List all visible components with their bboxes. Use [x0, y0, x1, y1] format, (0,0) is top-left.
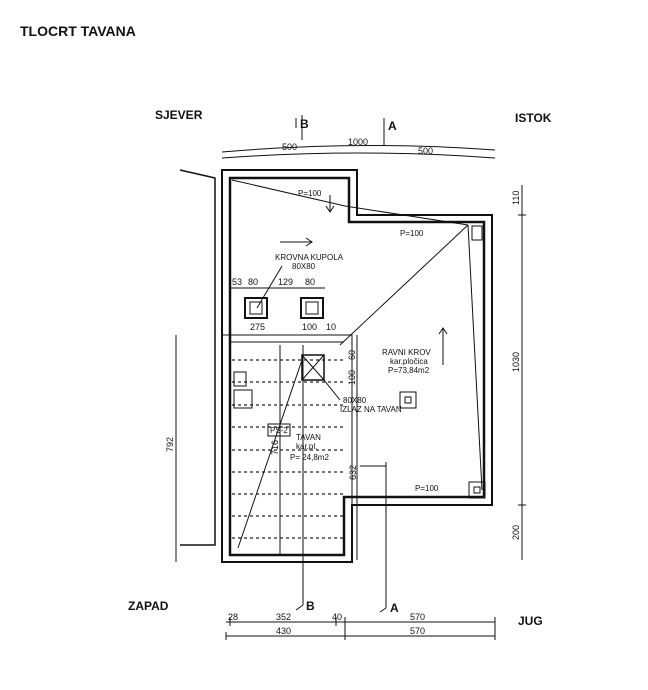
svg-text:129: 129 — [278, 277, 293, 287]
attic-label: PS-2 TAVAN kar.pl. P= 24,8m2 — [267, 423, 329, 462]
svg-text:A: A — [390, 601, 399, 615]
slope-label-3: P=100 — [415, 484, 439, 493]
slope-arrow-right-icon — [280, 237, 313, 247]
svg-text:100: 100 — [302, 322, 317, 332]
plan-title: TLOCRT TAVANA — [20, 23, 136, 39]
svg-text:P= 24,8m2: P= 24,8m2 — [290, 453, 329, 462]
svg-text:570: 570 — [410, 612, 425, 622]
label-south: JUG — [518, 614, 543, 628]
svg-text:PS-2: PS-2 — [270, 426, 288, 435]
svg-text:IZLAZ NA TAVAN: IZLAZ NA TAVAN — [340, 405, 402, 414]
svg-text:632: 632 — [348, 465, 358, 480]
slope-arrow-down-icon — [325, 195, 335, 213]
svg-text:P=73,84m2: P=73,84m2 — [388, 366, 430, 375]
svg-text:1000: 1000 — [348, 137, 368, 147]
svg-text:80X80: 80X80 — [343, 396, 367, 405]
label-north: SJEVER — [155, 108, 203, 122]
bottom-dimensions: 28 352 40 570 430 570 — [225, 612, 496, 640]
flat-roof-label: RAVNI KROV kar.pločica P=73,84m2 — [382, 348, 431, 375]
svg-text:792: 792 — [165, 437, 175, 452]
svg-text:500: 500 — [418, 146, 433, 156]
svg-text:B: B — [306, 599, 315, 613]
svg-text:716: 716 — [270, 440, 280, 455]
right-dimensions: 110 1030 200 — [511, 185, 526, 560]
attic-exit-hatch: 80X80 IZLAZ NA TAVAN — [301, 354, 402, 414]
slope-label-2: P=100 — [400, 229, 424, 238]
roof-drain-icon — [399, 225, 486, 499]
svg-text:100: 100 — [347, 370, 357, 385]
svg-text:kar.pl.: kar.pl. — [296, 442, 317, 451]
svg-text:80X80: 80X80 — [292, 262, 316, 271]
chimney — [233, 371, 253, 409]
svg-text:500: 500 — [282, 142, 297, 152]
svg-text:40: 40 — [332, 612, 342, 622]
svg-text:200: 200 — [511, 525, 521, 540]
svg-text:60: 60 — [347, 350, 357, 360]
svg-text:TAVAN: TAVAN — [296, 433, 321, 442]
svg-text:570: 570 — [410, 626, 425, 636]
label-east: ISTOK — [515, 111, 552, 125]
svg-text:1030: 1030 — [511, 352, 521, 372]
svg-text:80: 80 — [305, 277, 315, 287]
top-dimensions: 500 1000 500 — [221, 137, 496, 159]
svg-text:430: 430 — [276, 626, 291, 636]
left-dimension: 792 — [165, 169, 216, 562]
svg-text:352: 352 — [276, 612, 291, 622]
svg-text:KROVNA KUPOLA: KROVNA KUPOLA — [275, 253, 344, 262]
section-line-a: A A — [360, 118, 399, 615]
svg-text:kar.pločica: kar.pločica — [390, 357, 428, 366]
slope-arrow-up-icon — [438, 327, 448, 365]
svg-text:RAVNI KROV: RAVNI KROV — [382, 348, 431, 357]
svg-text:A: A — [388, 119, 397, 133]
svg-text:110: 110 — [511, 191, 521, 205]
attic-joists — [232, 345, 345, 555]
roof-dome: KROVNA KUPOLA 80X80 — [244, 253, 344, 319]
slope-label-1: P=100 — [298, 189, 322, 198]
svg-text:80: 80 — [248, 277, 258, 287]
svg-text:B: B — [300, 117, 309, 131]
roof-outline — [221, 169, 493, 563]
svg-text:28: 28 — [228, 612, 238, 622]
svg-text:10: 10 — [326, 322, 336, 332]
svg-text:53: 53 — [232, 277, 242, 287]
label-west: ZAPAD — [128, 599, 169, 613]
svg-text:275: 275 — [250, 322, 265, 332]
inner-dimensions: 53 80 129 80 275 100 10 60 100 632 716 — [230, 277, 358, 560]
